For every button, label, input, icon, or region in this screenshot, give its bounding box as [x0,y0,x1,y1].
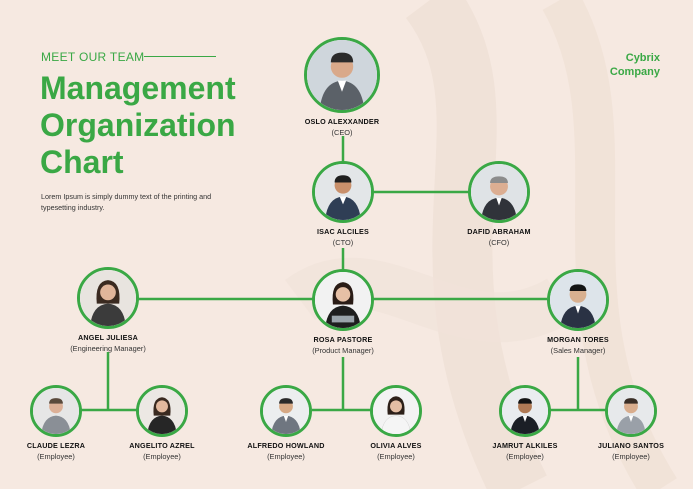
org-node-sales-manager[interactable]: MORGAN TORES (Sales Manager) [518,269,638,355]
org-node-product-manager[interactable]: ROSA PASTORE (Product Manager) [283,269,403,355]
person-name: ISAC ALCILES [316,227,370,236]
person-photo-icon [547,269,609,331]
section-kicker: MEET OUR TEAM [41,50,145,64]
person-name: ALFREDO HOWLAND [247,441,325,450]
person-photo-icon [77,267,139,329]
person-photo-icon [136,385,188,437]
title-line: Chart [40,144,124,180]
person-photo-icon [312,269,374,331]
person-role: (CTO) [332,238,354,247]
person-name: DAFID ABRAHAM [467,227,531,236]
page-description: Lorem Ipsum is simply dummy text of the … [41,192,212,212]
person-photo-icon [30,385,82,437]
person-name: OSLO ALEXXANDER [304,117,380,126]
person-name: ANGELITO AZREL [129,441,195,450]
org-node-cto[interactable]: ISAC ALCILES (CTO) [283,161,403,247]
org-node-employee[interactable]: JULIANO SANTOS (Employee) [571,385,691,461]
person-photo-icon [605,385,657,437]
person-role: (Sales Manager) [550,346,606,355]
person-role: (Employee) [377,452,415,461]
org-node-employee[interactable]: OLIVIA ALVES (Employee) [336,385,456,461]
kicker-divider [144,56,216,57]
person-name: JAMRUT ALKILES [492,441,558,450]
title-line: Management [40,70,236,106]
person-photo-icon [499,385,551,437]
person-role: (Engineering Manager) [70,344,146,353]
title-line: Organization [40,107,236,143]
brand-line: Cybrix [625,52,660,64]
person-role: (CFO) [488,238,510,247]
person-photo-icon [304,37,380,113]
person-name: JULIANO SANTOS [597,441,665,450]
person-photo-icon [468,161,530,223]
org-node-employee[interactable]: ANGELITO AZREL (Employee) [102,385,222,461]
page-title: Management Organization Chart [40,70,300,181]
person-name: OLIVIA ALVES [370,441,422,450]
org-node-engineering-manager[interactable]: ANGEL JULIESA (Engineering Manager) [48,267,168,353]
org-node-employee[interactable]: ALFREDO HOWLAND (Employee) [226,385,346,461]
person-role: (CEO) [331,128,353,137]
company-brand: Cybrix Company [596,51,660,79]
org-node-ceo[interactable]: OSLO ALEXXANDER (CEO) [282,37,402,137]
org-node-cfo[interactable]: DAFID ABRAHAM (CFO) [439,161,559,247]
person-role: (Employee) [506,452,544,461]
person-photo-icon [312,161,374,223]
org-node-employee[interactable]: JAMRUT ALKILES (Employee) [465,385,585,461]
person-name: ROSA PASTORE [313,335,373,344]
person-role: (Employee) [612,452,650,461]
person-name: MORGAN TORES [547,335,609,344]
person-name: CLAUDE LEZRA [26,441,86,450]
person-role: (Employee) [267,452,305,461]
person-role: (Product Manager) [312,346,374,355]
brand-line: Company [609,66,660,78]
person-role: (Employee) [37,452,75,461]
org-node-employee[interactable]: CLAUDE LEZRA (Employee) [0,385,116,461]
person-role: (Employee) [143,452,181,461]
person-photo-icon [370,385,422,437]
person-photo-icon [260,385,312,437]
person-name: ANGEL JULIESA [78,333,138,342]
